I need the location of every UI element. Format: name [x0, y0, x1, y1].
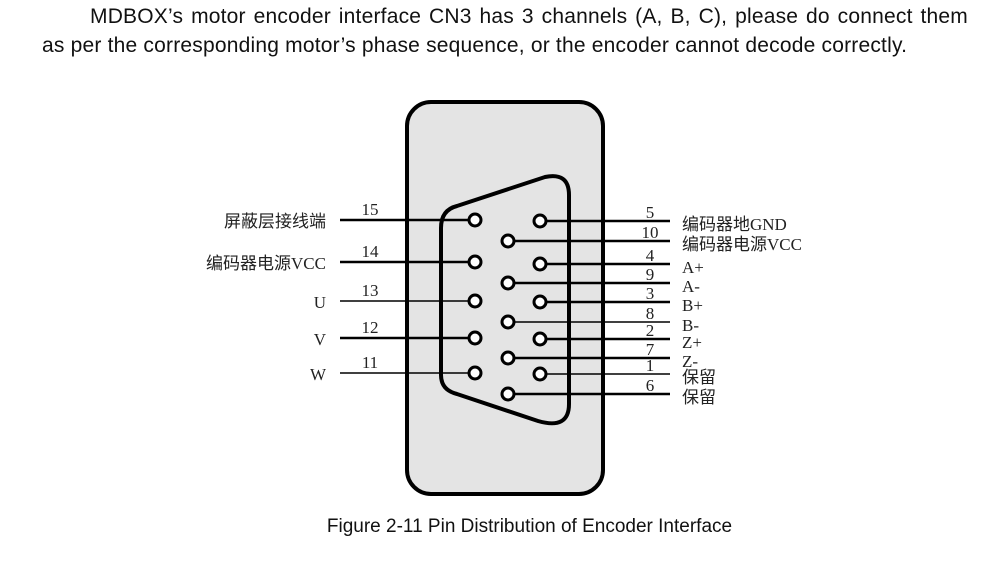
pin-label-7: Z-: [682, 352, 698, 371]
pin-label-6: 保留: [682, 388, 716, 407]
pin-number-7: 7: [646, 340, 655, 359]
pin-label-2: Z+: [682, 333, 702, 352]
pin-14: [467, 254, 483, 270]
pin-4: [532, 256, 548, 272]
pin-label-4: A+: [682, 258, 704, 277]
figure-caption: Figure 2-11 Pin Distribution of Encoder …: [326, 516, 733, 537]
pin-label-3: B+: [682, 296, 703, 315]
pin-label-8: B-: [682, 316, 699, 335]
pin-3: [532, 294, 548, 310]
pin-number-2: 2: [646, 321, 655, 340]
pin-label-13: U: [314, 293, 326, 312]
pin-9: [500, 275, 516, 291]
pin-number-4: 4: [646, 246, 655, 265]
pin-number-5: 5: [646, 203, 655, 222]
pin-label-1: 保留: [682, 368, 716, 387]
pin-7: [500, 350, 516, 366]
pin-number-12: 12: [362, 318, 379, 337]
pin-number-6: 6: [646, 376, 655, 395]
pin-number-13: 13: [362, 281, 379, 300]
pin-13: [467, 293, 483, 309]
pin-label-10: 编码器电源VCC: [682, 235, 802, 254]
pin-11: [467, 365, 483, 381]
pin-2: [532, 331, 548, 347]
pin-number-11: 11: [362, 353, 378, 372]
pin-label-14: 编码器电源VCC: [206, 254, 326, 273]
pin-number-15: 15: [362, 200, 379, 219]
pin-number-3: 3: [646, 284, 655, 303]
intro-text: MDBOX’s motor encoder interface CN3 has …: [42, 5, 968, 57]
pin-6: [500, 386, 516, 402]
pin-8: [500, 314, 516, 330]
pin-label-15: 屏蔽层接线端: [224, 212, 326, 231]
pin-number-8: 8: [646, 304, 655, 323]
dsub-shell: [439, 174, 571, 426]
pin-15: [467, 212, 483, 228]
pin-1: [532, 366, 548, 382]
pin-label-11: W: [310, 365, 327, 384]
intro-paragraph: MDBOX’s motor encoder interface CN3 has …: [42, 2, 968, 60]
pin-label-5: 编码器地GND: [682, 215, 787, 234]
pin-5: [532, 213, 548, 229]
pin-number-9: 9: [646, 265, 655, 284]
pin-number-1: 1: [646, 356, 655, 375]
pin-number-10: 10: [642, 223, 659, 242]
pin-10: [500, 233, 516, 249]
pin-label-9: A-: [682, 277, 700, 296]
pin-number-14: 14: [362, 242, 380, 261]
pin-12: [467, 330, 483, 346]
pin-label-12: V: [314, 330, 327, 349]
